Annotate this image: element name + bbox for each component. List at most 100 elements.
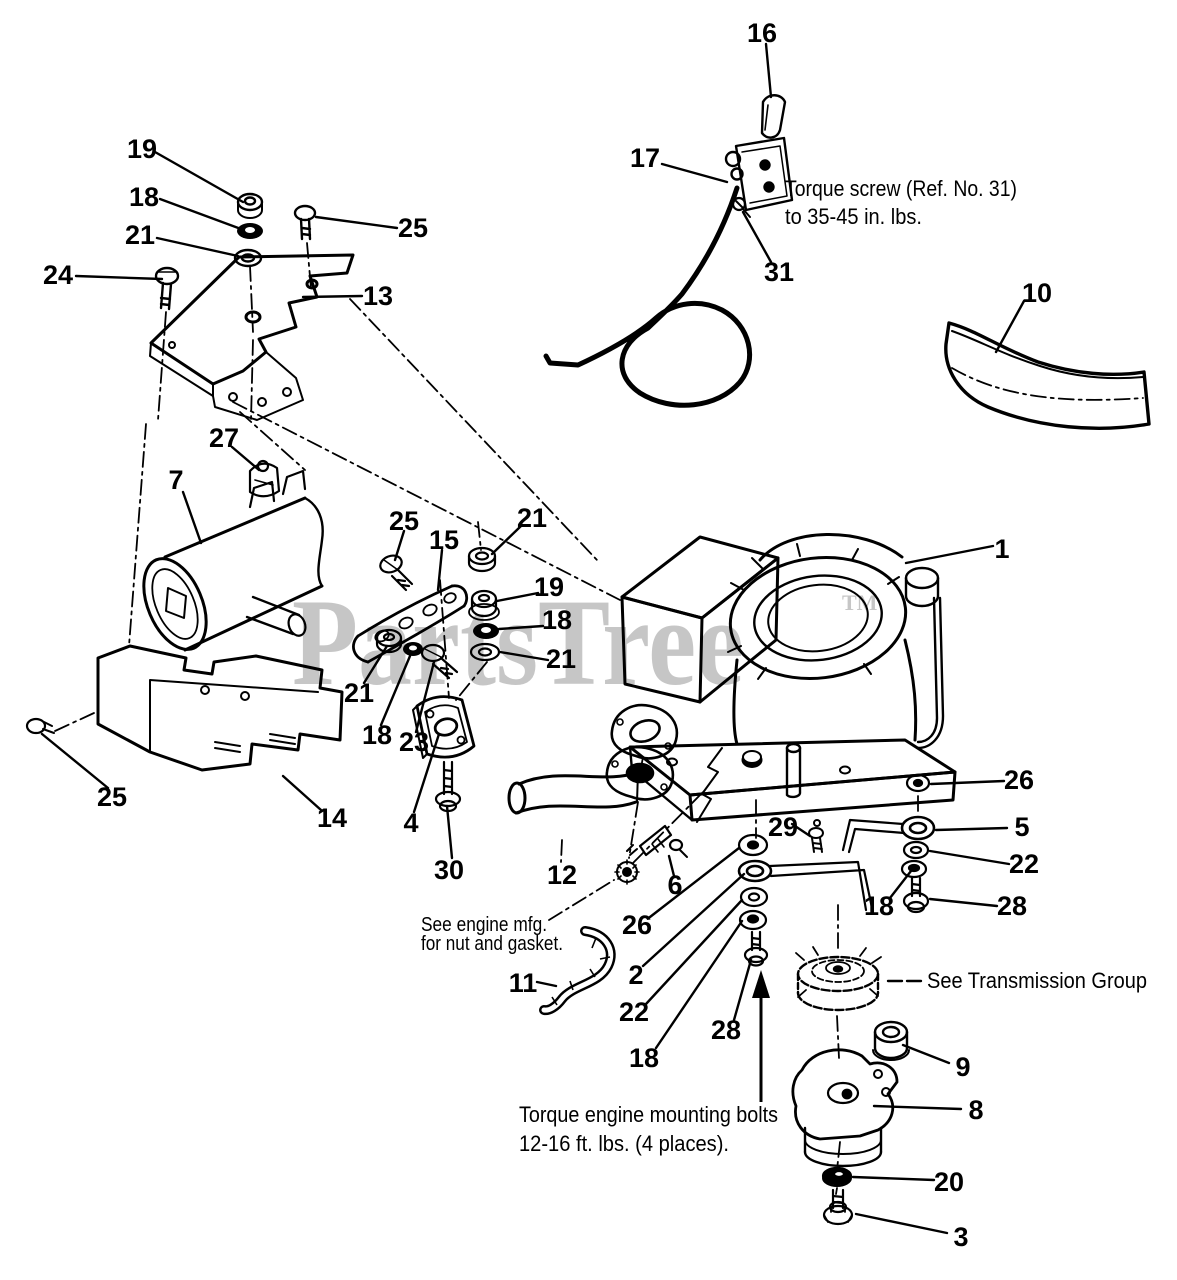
dipstick-tube bbox=[785, 746, 802, 799]
screw-29 bbox=[808, 819, 824, 853]
screw-31 bbox=[731, 196, 751, 218]
lock-washer-18-top bbox=[237, 223, 263, 239]
callout-6: 6 bbox=[667, 870, 682, 900]
leader-lines bbox=[40, 42, 1026, 1235]
callout-11: 11 bbox=[509, 968, 538, 998]
note-see-transmission-group: See Transmission Group bbox=[927, 968, 1147, 993]
note-torque-screw-line2: to 35-45 in. lbs. bbox=[785, 204, 922, 229]
callout-10: 10 bbox=[1022, 278, 1052, 308]
bolt-25-left bbox=[25, 717, 55, 735]
callout-18-col: 18 bbox=[542, 605, 572, 635]
callout-30: 30 bbox=[434, 855, 464, 885]
note-mounting-bolts-line1: Torque engine mounting bolts bbox=[519, 1102, 778, 1127]
oil-plug bbox=[741, 750, 763, 768]
engine-base-front bbox=[688, 770, 957, 822]
callout-1: 1 bbox=[994, 534, 1009, 564]
transmission-pulley bbox=[795, 946, 882, 1012]
callout-13: 13 bbox=[363, 281, 393, 311]
hose-11 bbox=[539, 926, 616, 1016]
callout-9: 9 bbox=[955, 1052, 970, 1082]
fitting-6 bbox=[626, 824, 688, 858]
muffler-7 bbox=[142, 469, 324, 652]
muffler-flange-4 bbox=[412, 695, 476, 759]
nut-9 bbox=[872, 1020, 910, 1061]
bolt-25-mid bbox=[379, 554, 414, 592]
exhaust-pipe-12 bbox=[507, 770, 640, 815]
note-torque-screw-line1: Torque screw (Ref. No. 31) bbox=[785, 176, 1017, 201]
callout-28-right: 28 bbox=[997, 891, 1027, 921]
nut-19-top bbox=[236, 192, 264, 219]
bolt-3 bbox=[822, 1188, 854, 1226]
note-engine-mfg-line2: for nut and gasket. bbox=[421, 933, 563, 955]
callout-19-plate: 19 bbox=[127, 134, 157, 164]
callout-28-mid: 28 bbox=[711, 1015, 741, 1045]
callout-27: 27 bbox=[209, 423, 239, 453]
bumper-10 bbox=[944, 321, 1151, 430]
callout-25-bracket: 25 bbox=[389, 506, 419, 536]
callout-21-left: 21 bbox=[344, 678, 374, 708]
lift-link-5 bbox=[841, 815, 936, 854]
callout-22-mid: 22 bbox=[619, 997, 649, 1027]
callout-16: 16 bbox=[747, 18, 777, 48]
callout-21-col-top: 21 bbox=[517, 503, 547, 533]
callout-7: 7 bbox=[168, 465, 183, 495]
callout-29: 29 bbox=[768, 812, 798, 842]
callout-20: 20 bbox=[934, 1167, 964, 1197]
callout-19-col: 19 bbox=[534, 572, 564, 602]
nut-21-left bbox=[375, 628, 403, 654]
bolt-23 bbox=[420, 643, 459, 680]
callout-26-mid: 26 bbox=[622, 910, 652, 940]
callout-3: 3 bbox=[953, 1222, 968, 1252]
nut-19-column bbox=[468, 589, 500, 621]
callout-15: 15 bbox=[429, 525, 459, 555]
callout-5: 5 bbox=[1014, 812, 1029, 842]
callout-18-plate: 18 bbox=[129, 182, 159, 212]
mount-link-2 bbox=[737, 859, 874, 912]
callout-23: 23 bbox=[399, 727, 429, 757]
callout-25-plate: 25 bbox=[398, 213, 428, 243]
callout-24: 24 bbox=[43, 260, 73, 290]
bolt-25-top bbox=[293, 204, 317, 241]
callout-21-plate: 21 bbox=[125, 220, 155, 250]
washer-20 bbox=[821, 1166, 853, 1187]
washer-18-right bbox=[900, 859, 928, 879]
heat-shield-14 bbox=[96, 644, 344, 772]
bolt-28-right bbox=[902, 876, 930, 914]
washer-26-right bbox=[905, 773, 931, 793]
washer-18-mid bbox=[738, 909, 768, 931]
watermark-tm: TM bbox=[842, 590, 878, 615]
callout-18-right: 18 bbox=[864, 891, 894, 921]
nut-21-column-top bbox=[467, 546, 497, 573]
note-mounting-bolts-line2: 12-16 ft. lbs. (4 places). bbox=[519, 1131, 729, 1156]
break-symbol bbox=[696, 747, 723, 823]
bolt-24 bbox=[154, 266, 180, 311]
torque-arrow bbox=[752, 970, 770, 1102]
cable-assembly-17 bbox=[543, 94, 794, 408]
callout-labels: 19 18 21 24 25 13 16 17 31 10 27 7 25 15… bbox=[43, 18, 1052, 1252]
engine-1 bbox=[620, 533, 957, 823]
callout-2: 2 bbox=[628, 960, 643, 990]
lock-washer-18-column bbox=[473, 623, 499, 639]
callout-14: 14 bbox=[317, 803, 347, 833]
washer-22-right bbox=[902, 840, 930, 860]
note-engine-mfg-line1: See engine mfg. bbox=[421, 914, 547, 936]
callout-12: 12 bbox=[547, 860, 577, 890]
washer-26-mid bbox=[737, 833, 769, 857]
mounting-plate-13 bbox=[149, 253, 355, 421]
annotation-notes: Torque screw (Ref. No. 31) to 35-45 in. … bbox=[421, 176, 1147, 1156]
callout-25-shield: 25 bbox=[97, 782, 127, 812]
lock-washer-18-left bbox=[403, 642, 423, 656]
callout-18-mid: 18 bbox=[629, 1043, 659, 1073]
callout-21-col-bottom: 21 bbox=[546, 644, 576, 674]
washer-21-top bbox=[233, 248, 263, 268]
clamp-27 bbox=[248, 459, 281, 498]
callout-22-right: 22 bbox=[1009, 849, 1039, 879]
callout-18-left: 18 bbox=[362, 720, 392, 750]
callout-17: 17 bbox=[630, 143, 660, 173]
engine-nut-star bbox=[614, 859, 640, 885]
bolt-28-mid bbox=[743, 930, 769, 967]
callout-26-right: 26 bbox=[1004, 765, 1034, 795]
callout-31: 31 bbox=[764, 257, 794, 287]
